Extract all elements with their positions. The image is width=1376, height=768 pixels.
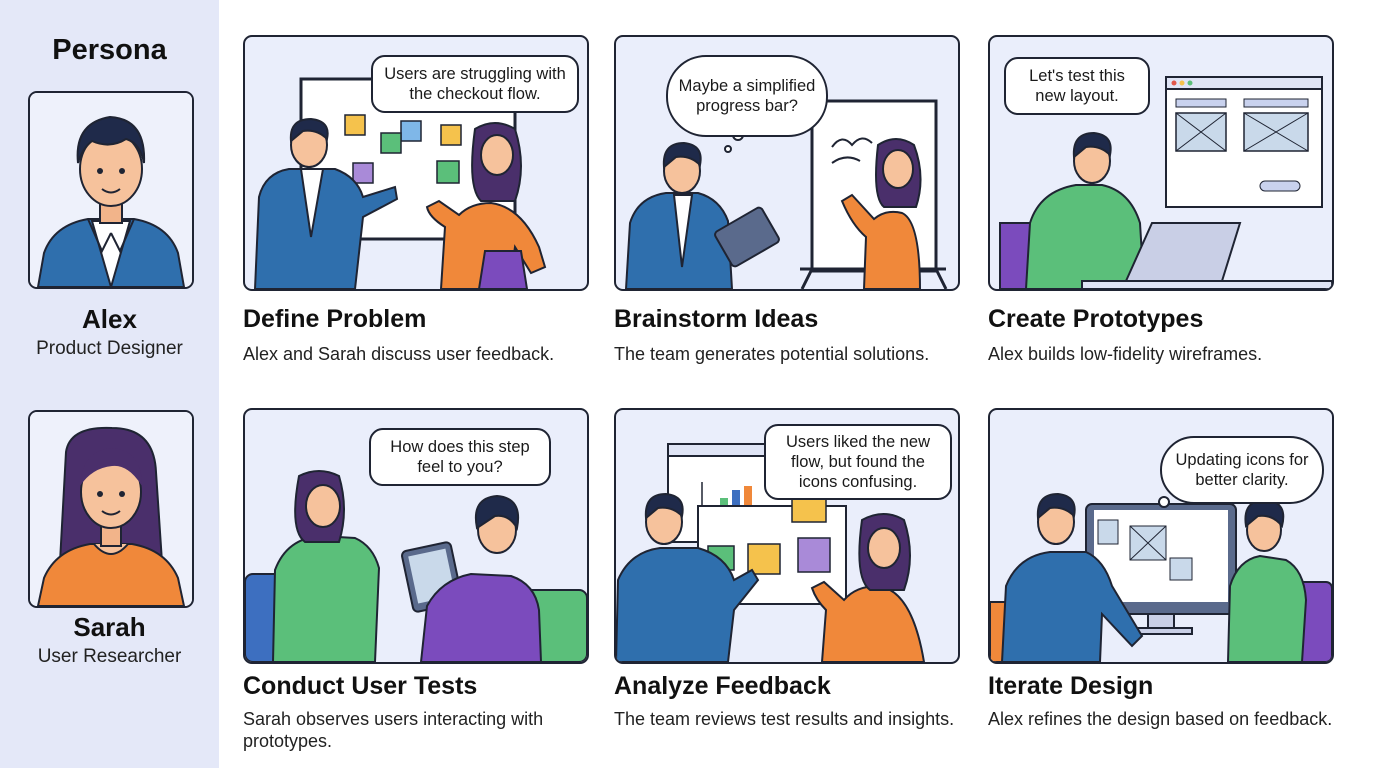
tablet-user-test-scene: [245, 470, 587, 662]
step-2-brainstorm-ideas-illustration: Maybe a simplified progress bar?: [614, 35, 960, 291]
wireframe-laptop-scene: [999, 76, 1332, 289]
persona-name-alex: Alex: [82, 304, 137, 334]
speech-bubble: Users liked the new flow, but found the …: [764, 424, 952, 500]
step-5-title: Analyze Feedback: [614, 672, 831, 700]
monitor-redesign-scene: [990, 492, 1332, 662]
sidebar-title: Persona: [52, 34, 167, 66]
step-6-description: Alex refines the design based on feedbac…: [988, 709, 1333, 729]
alex-portrait-illustration: [30, 93, 192, 287]
step-5-analyze-feedback-illustration: Users liked the new flow, but found the …: [614, 408, 960, 664]
step-6-iterate-design-illustration: Updating icons for better clarity.: [988, 408, 1334, 664]
step-1-title: Define Problem: [243, 305, 427, 333]
persona-avatar-sarah: [28, 410, 194, 608]
persona-role-alex: Product Designer: [36, 338, 183, 359]
sarah-portrait-illustration: [30, 412, 192, 606]
persona-role-sarah: User Researcher: [37, 646, 182, 667]
step-2-title: Brainstorm Ideas: [614, 305, 819, 333]
step-4-description: Sarah observes users interacting with pr…: [243, 709, 544, 751]
feedback-review-scene: [616, 443, 926, 662]
step-4-title: Conduct User Tests: [243, 672, 478, 700]
speech-bubble: Let's test this new layout.: [1004, 57, 1150, 115]
speech-bubble: How does this step feel to you?: [369, 428, 551, 486]
persona-avatar-alex: [28, 91, 194, 289]
step-1-description: Alex and Sarah discuss user feedback.: [243, 344, 555, 364]
step-3-description: Alex builds low-fidelity wireframes.: [988, 344, 1263, 364]
step-6-title: Iterate Design: [988, 672, 1154, 700]
step-3-create-prototypes-illustration: Let's test this new layout.: [988, 35, 1334, 291]
persona-name-sarah: Sarah: [73, 612, 146, 642]
step-2-description: The team generates potential solutions.: [614, 344, 930, 364]
step-4-conduct-user-tests-illustration: How does this step feel to you?: [243, 408, 589, 664]
step-1-define-problem-illustration: Users are struggling with the checkout f…: [243, 35, 589, 291]
flipchart-brainstorm-scene: [624, 99, 948, 289]
thought-bubble: Updating icons for better clarity.: [1160, 436, 1324, 504]
step-5-description: The team reviews test results and insigh…: [614, 709, 955, 729]
persona-sidebar: Persona Alex Product Designer: [0, 0, 219, 768]
step-3-title: Create Prototypes: [988, 305, 1204, 333]
speech-bubble: Users are struggling with the checkout f…: [371, 55, 579, 113]
thought-bubble: Maybe a simplified progress bar?: [666, 55, 828, 137]
